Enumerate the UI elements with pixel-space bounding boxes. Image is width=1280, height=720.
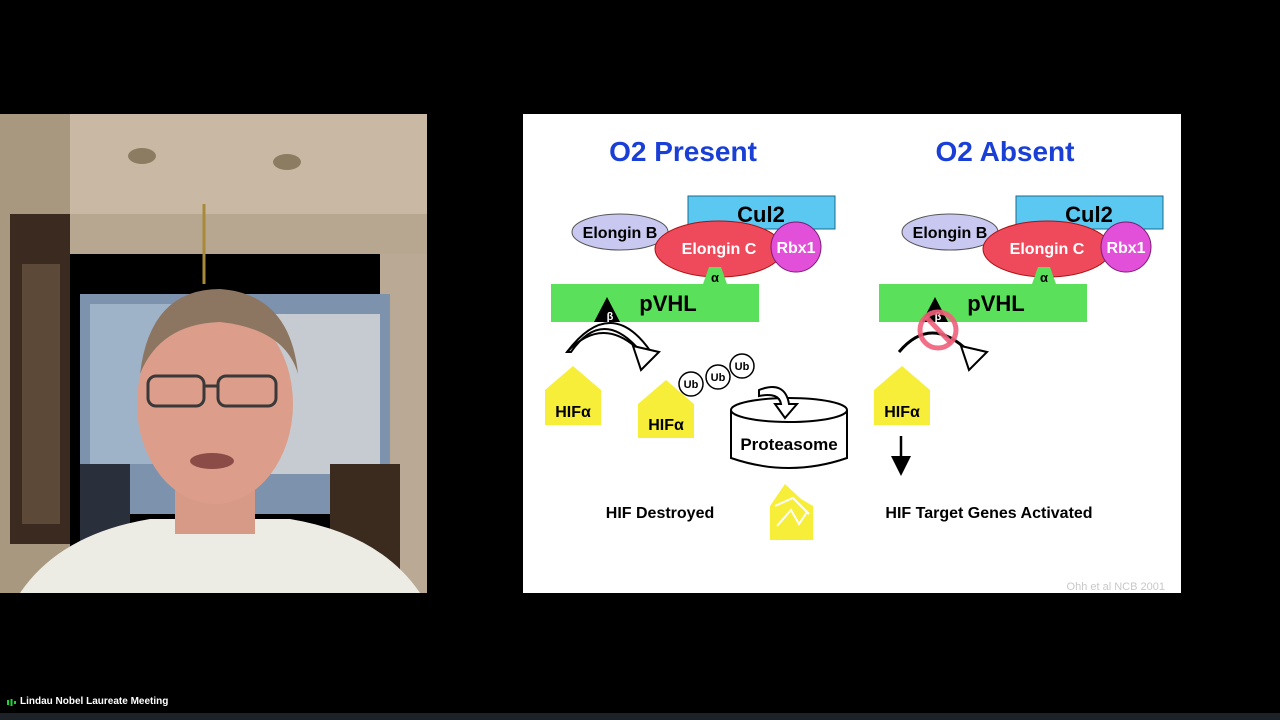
alpha-domain-left	[703, 267, 727, 284]
elongin-c-label-left: Elongin C	[682, 241, 757, 258]
proteasome-label: Proteasome	[740, 435, 837, 454]
alpha-label-left: α	[711, 270, 719, 285]
presentation-slide: O2 Present O2 Absent Cul2 Elongin B Elon…	[523, 114, 1181, 593]
participant-name-label: Lindau Nobel Laureate Meeting	[20, 696, 169, 707]
heading-o2-present: O2 Present	[609, 136, 757, 167]
rbx1-left	[770, 221, 822, 273]
hif-alpha-label-left-2: HIFα	[648, 417, 684, 434]
rbx1-right	[1100, 221, 1152, 273]
heading-o2-absent: O2 Absent	[936, 136, 1075, 167]
hif-alpha-right	[874, 366, 930, 425]
speaker-video-tile[interactable]	[0, 114, 427, 593]
elongin-b-label-left: Elongin B	[583, 225, 658, 242]
ub-label-1: Ub	[684, 379, 699, 391]
proteasome-entry-arrow	[758, 386, 800, 420]
rbx1-label-left: Rbx1	[776, 240, 815, 257]
elongin-c-label-right: Elongin C	[1010, 241, 1085, 258]
hif-alpha-label-left-1: HIFα	[555, 404, 591, 421]
ub-circle-1	[678, 371, 704, 397]
pvhl-label-right: pVHL	[967, 291, 1024, 316]
pvhl-bar-left	[551, 284, 759, 322]
ub-label-3: Ub	[735, 361, 750, 373]
beta-domain-left	[594, 297, 620, 322]
pvhl-bar-right	[879, 284, 1087, 322]
ub-circle-3	[729, 353, 755, 379]
rbx1-label-right: Rbx1	[1106, 240, 1145, 257]
citation-text: Ohh et al NCB 2001	[1067, 581, 1165, 593]
ub-circle-2	[705, 364, 731, 390]
ub-label-2: Ub	[711, 372, 726, 384]
blocked-no-icon	[917, 309, 959, 351]
beta-label-left: β	[607, 311, 614, 323]
speaker-video-frame	[0, 114, 427, 593]
hif-alpha-left-1	[545, 366, 601, 425]
pvhl-label-left: pVHL	[639, 291, 696, 316]
beta-label-right: β	[935, 311, 942, 323]
slide-diagram: O2 Present O2 Absent Cul2 Elongin B Elon…	[545, 136, 1165, 593]
alpha-domain-right	[1032, 267, 1056, 284]
elongin-b-label-right: Elongin B	[913, 225, 988, 242]
hif-alpha-label-right: HIFα	[884, 404, 920, 421]
hif-target-genes-text: HIF Target Genes Activated	[885, 505, 1092, 522]
audio-level-icon	[7, 699, 16, 706]
hif-alpha-left-2	[638, 380, 694, 438]
bottom-strip	[0, 713, 1280, 720]
hif-destroyed-text: HIF Destroyed	[606, 505, 714, 522]
alpha-label-right: α	[1040, 270, 1048, 285]
